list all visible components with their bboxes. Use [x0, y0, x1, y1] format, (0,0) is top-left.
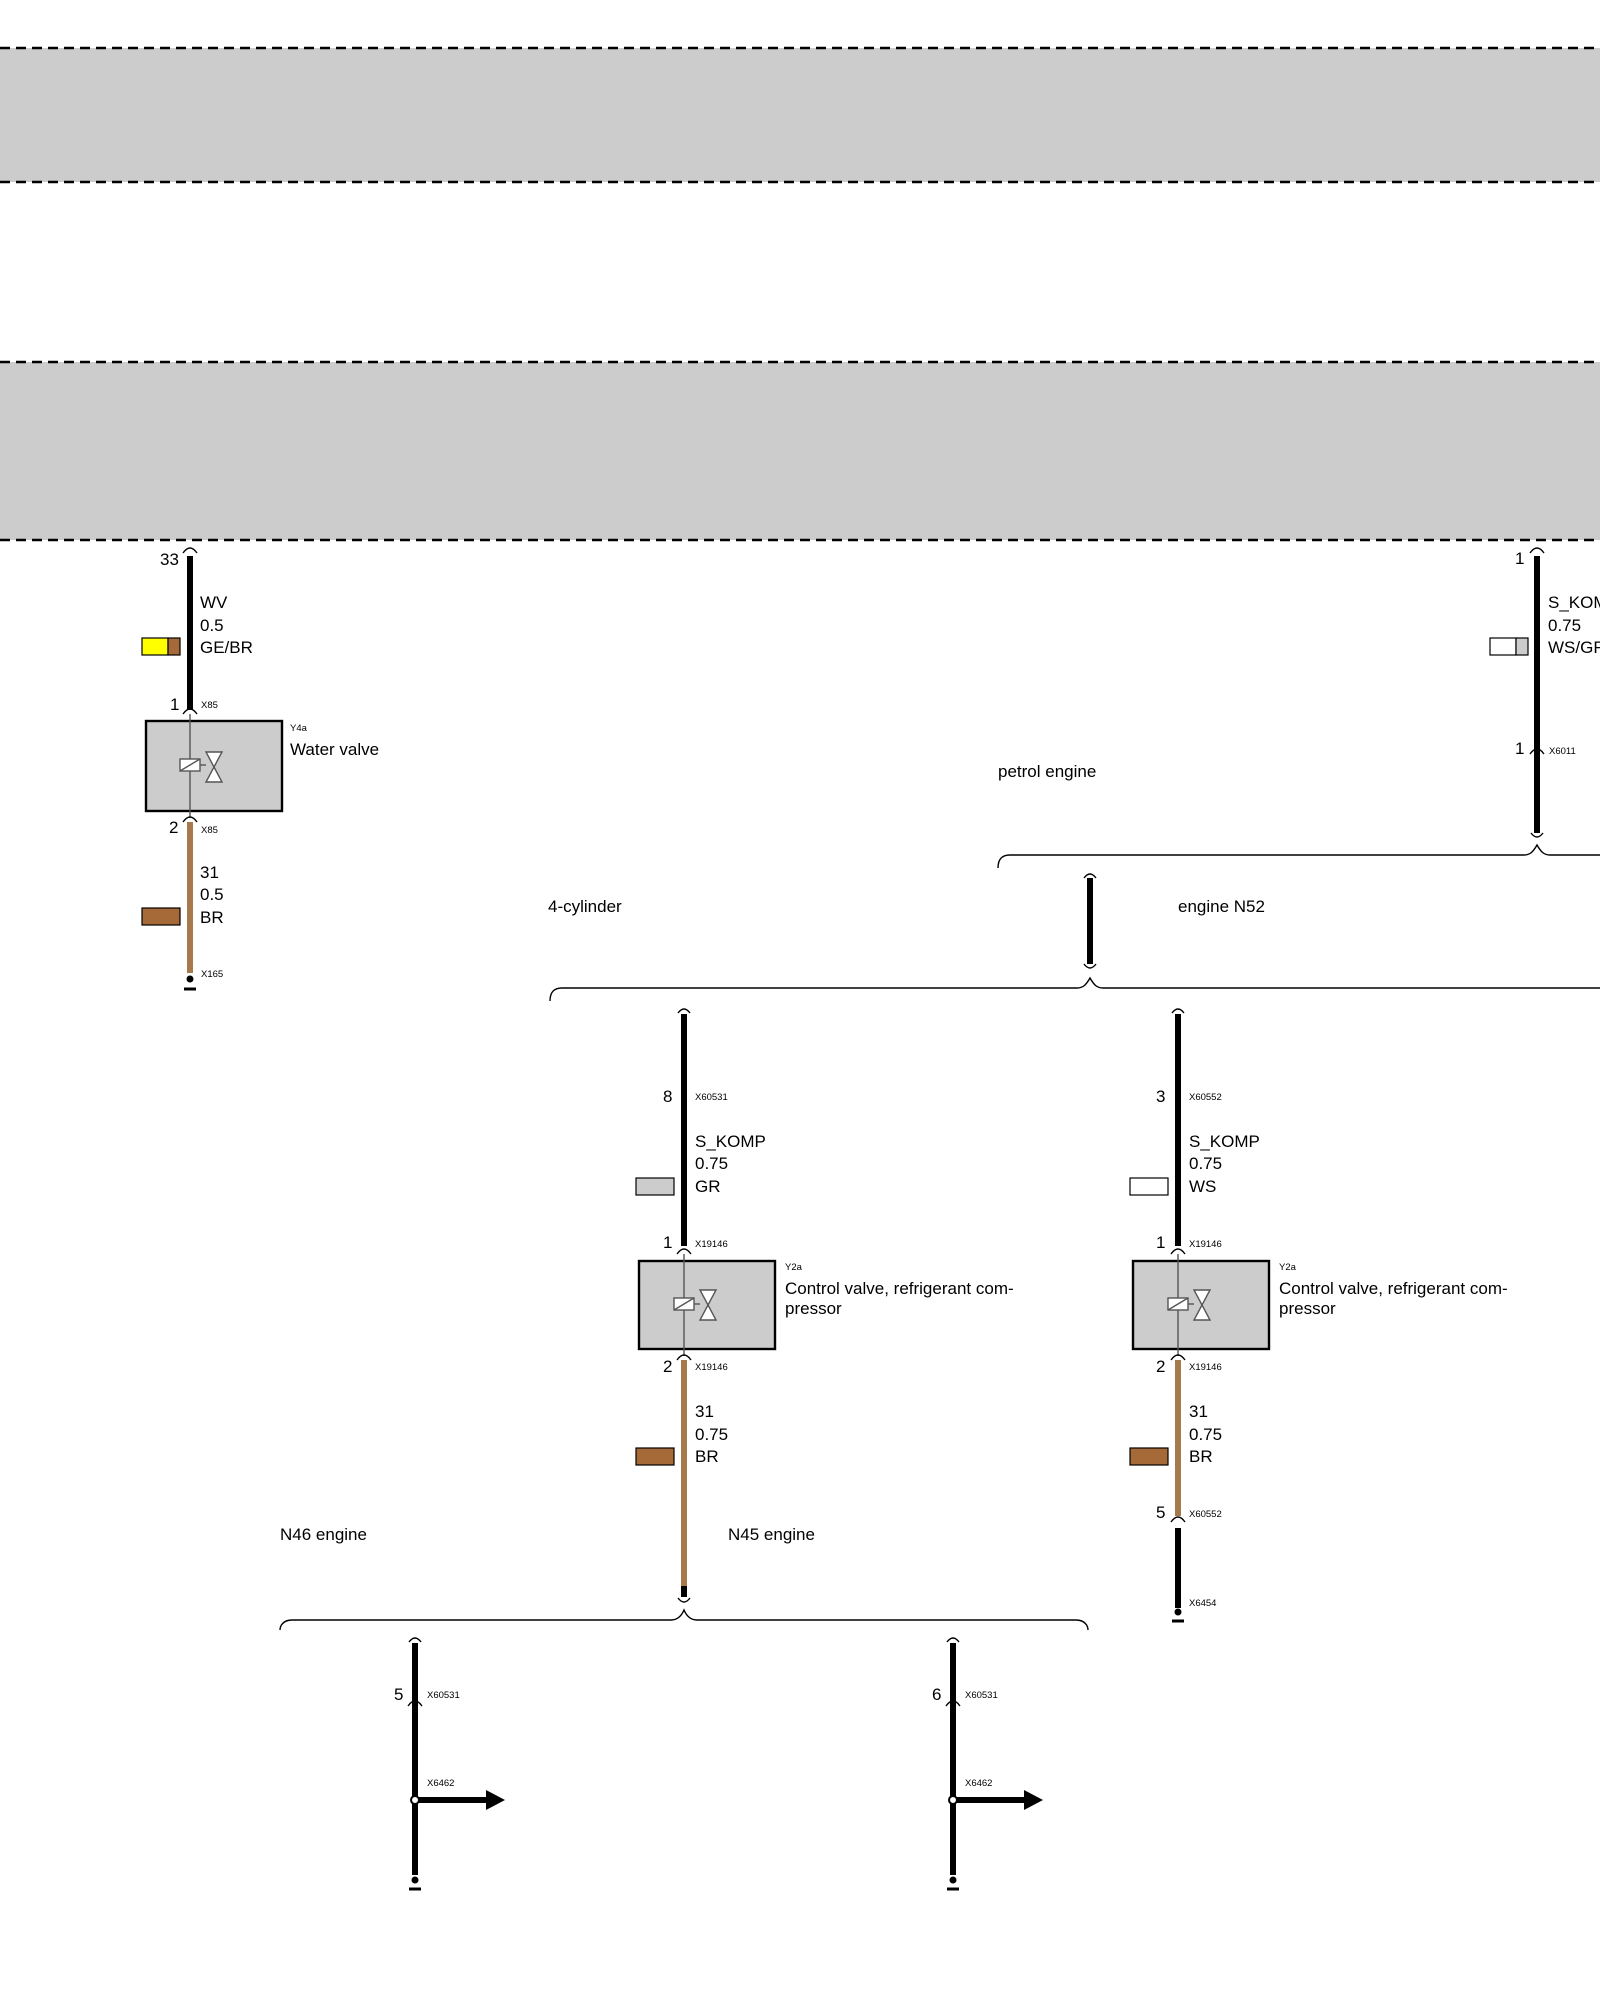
wire-color-swatch: [635, 1177, 675, 1196]
connector-label: X60552: [1189, 1509, 1222, 1520]
component-name: Control valve, refrigerant com-: [785, 1279, 1014, 1298]
wire-gauge: 0.75: [695, 1154, 728, 1173]
wire-color-code: BR: [1189, 1447, 1213, 1466]
connector-label: X19146: [1189, 1362, 1222, 1373]
branch-splice-right: 6 X60531 X6462: [932, 1637, 1043, 1891]
wire-signal: S_KOMP: [695, 1132, 766, 1151]
control-valve-n52-circuit: 3 X60552 S_KOMP 0.75 WS 1 X19146 Y2a Con…: [1129, 1008, 1508, 1623]
connector-label: X85: [201, 700, 218, 711]
wire-color-swatch: [1129, 1447, 1169, 1466]
wire-gauge: 0.75: [1189, 1154, 1222, 1173]
connector-label: X60531: [695, 1092, 728, 1103]
connector-symbol: [182, 547, 198, 554]
connector-label: X19146: [1189, 1239, 1222, 1250]
control-module-main: [0, 360, 1600, 542]
connector-label: X60531: [427, 1690, 460, 1701]
splice-label: X6462: [965, 1778, 992, 1789]
connector-label: X19146: [695, 1362, 728, 1373]
connector-label: X6011: [1549, 746, 1576, 757]
variant-n46-n45: N46 engine N45 engine: [279, 1525, 1089, 1631]
control-valve-4cyl-circuit: 8 X60531 S_KOMP 0.75 GR 1 X19146 Y2a Con…: [635, 1008, 1014, 1603]
water-valve-circuit: 33 WV 0.5 GE/BR 1 X85 Y4a Water valve 2 …: [141, 547, 379, 991]
control-valve-refrigerant-compressor[interactable]: [1131, 1254, 1271, 1356]
pin-label: 1: [170, 695, 179, 714]
control-module-top: [0, 46, 1600, 184]
pin-label: 1: [1515, 549, 1524, 568]
variant-label: 4-cylinder: [548, 897, 622, 916]
connector-label: X85: [201, 825, 218, 836]
component-id: Y2a: [1279, 1262, 1297, 1273]
component-name: Control valve, refrigerant com-: [1279, 1279, 1508, 1298]
wire-color-swatch: [1489, 637, 1529, 656]
ground-symbol: [947, 1876, 959, 1891]
pin-label: 2: [169, 818, 178, 837]
ground-symbol: [409, 1876, 421, 1891]
splice-label: X6462: [427, 1778, 454, 1789]
arrow-icon: [1024, 1790, 1043, 1810]
wire-color-code: GE/BR: [200, 638, 253, 657]
wire-gauge: 0.75: [1189, 1425, 1222, 1444]
component-id: Y2a: [785, 1262, 803, 1273]
ground-label: X6454: [1189, 1598, 1216, 1609]
connector-label: X60552: [1189, 1092, 1222, 1103]
wire-gauge: 0.5: [200, 616, 224, 635]
pin-label: 5: [394, 1685, 403, 1704]
wire-color-code: WS: [1189, 1177, 1216, 1196]
branch-splice-left: 5 X60531 X6462: [394, 1637, 505, 1891]
wire-color-code: BR: [200, 908, 224, 927]
variant-label: engine N52: [1178, 897, 1265, 916]
ground-label: X165: [201, 969, 223, 980]
wire-signal: 31: [1189, 1402, 1208, 1421]
connector-label: X60531: [965, 1690, 998, 1701]
variant-label: N46 engine: [280, 1525, 367, 1544]
splice-point: [948, 1795, 958, 1805]
component-id: Y4a: [290, 723, 308, 734]
ground-symbol: [1172, 1608, 1184, 1623]
pin-label: 1: [1156, 1233, 1165, 1252]
pin-label: 1: [1515, 739, 1524, 758]
control-valve-refrigerant-compressor[interactable]: [637, 1254, 777, 1356]
wire-color-swatch: [1129, 1177, 1169, 1196]
wire-signal: WV: [200, 593, 228, 612]
variant-four-cylinder-group: 4-cylinder engine N52: [548, 873, 1600, 1002]
wire-signal: 31: [695, 1402, 714, 1421]
variant-label: petrol engine: [998, 762, 1096, 781]
pin-label: 2: [663, 1357, 672, 1376]
pin-label: 8: [663, 1087, 672, 1106]
wire-color-code: BR: [695, 1447, 719, 1466]
wire-color-swatch: [635, 1447, 675, 1466]
wire-color-code: WS/GR: [1548, 638, 1600, 657]
pin-label: 1: [663, 1233, 672, 1252]
variant-label: N45 engine: [728, 1525, 815, 1544]
arrow-icon: [486, 1790, 505, 1810]
pin-label: 5: [1156, 1503, 1165, 1522]
component-name: pressor: [1279, 1299, 1336, 1318]
connector-label: X19146: [695, 1239, 728, 1250]
pin-label: 6: [932, 1685, 941, 1704]
pin-label: 2: [1156, 1357, 1165, 1376]
wire-signal: S_KOMP: [1189, 1132, 1260, 1151]
wire-color-swatch: [141, 637, 181, 656]
wire-gauge: 0.5: [200, 885, 224, 904]
ground-symbol: [184, 975, 196, 991]
water-valve[interactable]: [144, 714, 284, 818]
wire-signal: S_KOMP: [1548, 593, 1600, 612]
component-name: Water valve: [290, 740, 379, 759]
pin-label: 3: [1156, 1087, 1165, 1106]
wire-signal: 31: [200, 863, 219, 882]
wire-gauge: 0.75: [695, 1425, 728, 1444]
right-supply-circuit: 1 S_KOMP 0.75 WS/GR 1 X6011: [1489, 547, 1600, 838]
pin-label: 33: [160, 550, 179, 569]
variant-petrol-engine: petrol engine: [997, 762, 1600, 869]
wire-gauge: 0.75: [1548, 616, 1581, 635]
component-name: pressor: [785, 1299, 842, 1318]
splice-point: [410, 1795, 420, 1805]
wire-color-swatch: [141, 907, 181, 926]
wire-color-code: GR: [695, 1177, 721, 1196]
